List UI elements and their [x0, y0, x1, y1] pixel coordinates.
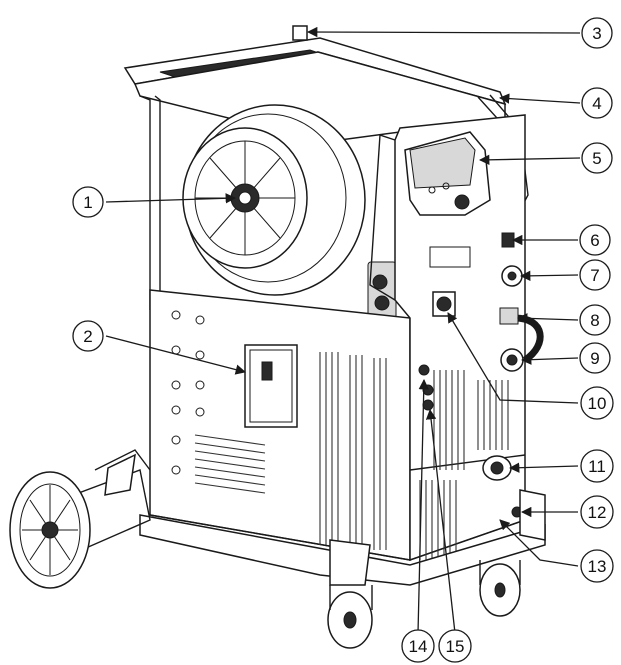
callout-11: 11	[580, 449, 614, 483]
callout-4: 4	[581, 87, 613, 119]
callout-12: 12	[580, 495, 614, 529]
callout-14-label: 14	[409, 637, 428, 656]
callout-8: 8	[579, 304, 611, 336]
callout-5-label: 5	[592, 149, 601, 168]
trolley-base	[19, 449, 546, 586]
callout-15: 15	[438, 629, 472, 663]
leader-10	[447, 312, 579, 404]
callout-12-label: 12	[588, 503, 607, 522]
callout-10: 10	[580, 386, 614, 420]
callout-13-label: 13	[588, 557, 607, 576]
wire-spool	[182, 104, 366, 296]
callout-11-label: 11	[588, 457, 606, 476]
wheels	[9, 471, 521, 649]
leader-8	[516, 313, 579, 324]
callout-9: 9	[579, 342, 611, 374]
callout-15-label: 15	[446, 637, 465, 656]
callout-3: 3	[581, 17, 613, 49]
callout-7: 7	[579, 259, 611, 291]
wire-feeder	[367, 261, 397, 321]
callout-6: 6	[579, 224, 611, 256]
callout-10-label: 10	[588, 394, 607, 413]
callout-2: 2	[72, 320, 104, 352]
leader-4	[498, 93, 581, 104]
callout-9-label: 9	[590, 349, 599, 368]
side-panel	[171, 310, 387, 550]
callout-4-label: 4	[592, 94, 601, 113]
leader-11	[508, 462, 579, 473]
callout-8-label: 8	[590, 311, 599, 330]
callout-5: 5	[581, 142, 613, 174]
leader-lines	[105, 26, 581, 634]
callout-2-label: 2	[83, 327, 92, 346]
callout-1-label: 1	[83, 193, 92, 212]
front-connectors	[418, 232, 544, 518]
machine-illustration	[9, 25, 546, 649]
leader-2	[105, 335, 247, 375]
callout-13: 13	[580, 549, 614, 583]
leader-5	[478, 154, 581, 166]
callout-14: 14	[401, 629, 435, 663]
front-vents	[419, 370, 509, 560]
callout-6-label: 6	[590, 231, 599, 250]
control-panel	[404, 131, 491, 216]
leader-13	[499, 519, 579, 567]
callout-1: 1	[72, 186, 104, 218]
leader-15	[425, 408, 456, 634]
callout-7-label: 7	[590, 266, 599, 285]
leader-9	[520, 354, 579, 365]
leader-7	[519, 270, 579, 282]
leader-1	[105, 193, 237, 204]
leader-3	[306, 26, 581, 38]
callout-3-label: 3	[592, 24, 601, 43]
leader-14	[417, 378, 429, 634]
